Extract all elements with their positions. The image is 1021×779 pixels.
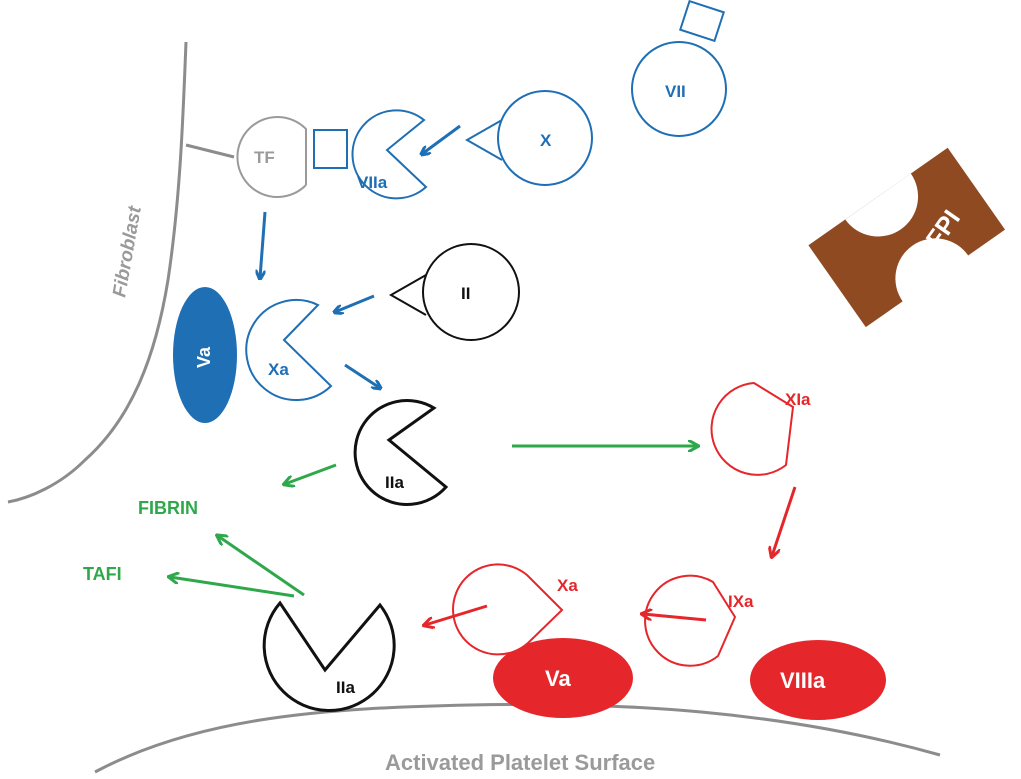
viia-label: VIIa — [357, 173, 388, 192]
vii-label: VII — [665, 82, 686, 101]
xia-label: XIa — [785, 390, 811, 409]
iia-mid-shape — [353, 399, 449, 506]
arrow-xa-to-iia — [425, 604, 488, 625]
tf-anchor — [185, 143, 235, 159]
tafi-label: TAFI — [83, 564, 122, 584]
tfpi-shape — [808, 147, 1006, 328]
vii-shape — [631, 41, 727, 137]
arrow-ixa-to-xa — [643, 614, 707, 622]
vii-gla-domain — [678, 0, 726, 43]
va-bottom-shape — [493, 638, 633, 718]
xa-top-label: Xa — [268, 360, 289, 379]
iia-bottom-label: IIa — [336, 678, 355, 697]
iia-mid-label: IIa — [385, 473, 404, 492]
ii-shape — [422, 243, 520, 341]
va-top-shape — [173, 287, 237, 423]
viia-shape — [351, 109, 428, 200]
arrow-iia-to-tafi — [170, 577, 295, 598]
iia-bottom-shape — [262, 600, 396, 712]
platelet-surface-label: Activated Platelet Surface — [385, 750, 655, 775]
fibrin-label: FIBRIN — [138, 498, 198, 518]
arrow-xa-to-iia — [344, 363, 380, 388]
viiia-shape — [750, 640, 886, 720]
x-label: X — [540, 131, 552, 150]
viia-gla-domain — [313, 129, 348, 169]
arrow-x-to-viia — [422, 124, 461, 154]
fibroblast-membrane — [7, 41, 188, 504]
ii-triangle — [388, 274, 427, 316]
fibroblast-label: Fibroblast — [109, 204, 146, 299]
va-top-label: Va — [194, 346, 214, 368]
viiia-label: VIIIa — [780, 668, 826, 693]
ii-label: II — [461, 284, 470, 303]
tf-shape — [236, 116, 307, 198]
tf-label: TF — [254, 148, 275, 167]
ixa-shape — [644, 574, 737, 667]
arrow-xia-to-ixa — [772, 486, 797, 556]
xa-top-shape — [245, 299, 333, 401]
ixa-label: IXa — [728, 592, 754, 611]
x-triangle — [464, 119, 503, 161]
xia-shape — [710, 381, 795, 476]
arrow-iia-to-fibrin-2 — [218, 536, 305, 597]
x-shape — [497, 90, 593, 186]
arrow-iia-to-fibrin — [285, 463, 337, 484]
arrow-tf-to-xa — [260, 211, 267, 278]
platelet-membrane — [94, 702, 941, 774]
xa-bottom-label: Xa — [557, 576, 578, 595]
arrow-ii-to-xa — [335, 294, 375, 312]
xa-bottom-shape — [452, 563, 564, 656]
va-bottom-label: Va — [545, 666, 571, 691]
